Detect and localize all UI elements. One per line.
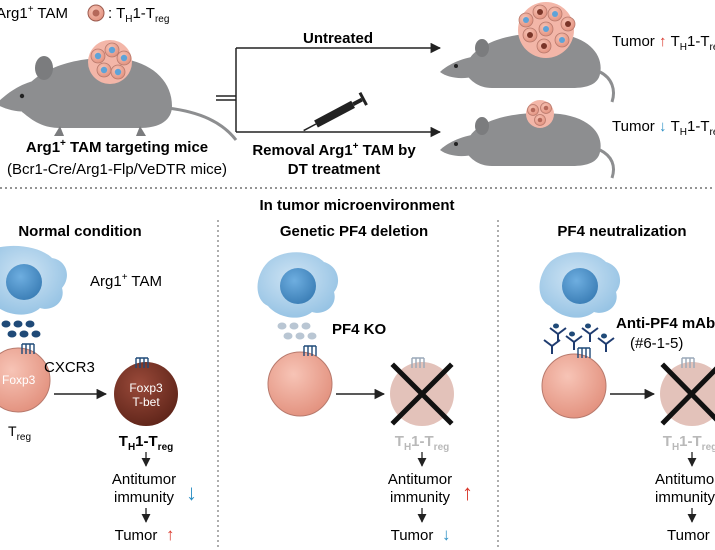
panel-normal-immunity-label: immunity: [114, 489, 175, 506]
syringe-icon: [303, 91, 368, 132]
legend-treg-h: H: [125, 14, 132, 25]
panel-neutral-immunity-label: immunity: [655, 489, 715, 506]
legend-tam-suffix: TAM: [34, 5, 68, 22]
outcome-untreated: Tumor ↑ TH1-Treg: [612, 33, 715, 53]
panel-neutral-th1-label: TH1-Treg: [663, 433, 715, 453]
mouse-treated-body-icon: [466, 112, 601, 166]
panel-normal-tumor-label: Tumor: [115, 527, 158, 544]
panel-normal-th1-label: TH1-Treg: [119, 433, 173, 453]
panel-genetic-immunity-label: immunity: [390, 489, 451, 506]
panel-normal-immunity-down-arrow-icon: ↓: [186, 480, 197, 505]
panel-neutral-tam-nucleus-icon: [562, 268, 598, 304]
panel-normal-tumor-up-arrow-icon: ↑: [166, 525, 175, 544]
panel-normal-foxp3-label: Foxp3: [2, 373, 36, 387]
panel-normal-tbet-label: T-bet: [132, 395, 160, 409]
panel-normal-foxp3-2-label: Foxp3: [129, 381, 163, 395]
panel-neutral-antibody-icon: [543, 327, 615, 354]
mouse-left-ear-icon: [35, 56, 53, 80]
panel-genetic-tam-nucleus-icon: [280, 268, 316, 304]
legend-treg-reg: reg: [155, 14, 169, 25]
panel-normal-th1-treg-icon: [114, 362, 178, 426]
panel-normal: Normal condition Arg1+ TAM CXCR3 Foxp3 T…: [0, 223, 197, 544]
panel-neutral: PF4 neutralization Anti-PF4 mAb (#6-1-5)…: [539, 223, 715, 544]
panel-neutral-title: PF4 neutralization: [557, 223, 686, 240]
legend: Arg1+ TAM : TH1-Treg: [0, 4, 169, 25]
mouse-left-feet-icon: [54, 126, 146, 136]
panel-genetic-antitumor-label: Antitumor: [388, 471, 452, 488]
legend-treg-prefix: : T: [108, 5, 125, 22]
untreated-label: Untreated: [303, 30, 373, 47]
panel-normal-pf4-dots-icon: [1, 320, 41, 338]
panel-normal-cxcr3-receptor-icon: [21, 343, 35, 354]
panel-genetic: Genetic PF4 deletion PF4 KO TH1-Treg Ant…: [257, 223, 473, 544]
mouse-left: [0, 40, 238, 141]
removal-label-line1: Removal Arg1+ TAM by: [252, 141, 416, 159]
panel-normal-cxcr3-label: CXCR3: [44, 359, 95, 376]
panel-neutral-mab-label: Anti-PF4 mAb: [616, 315, 715, 332]
panel-genetic-immunity-up-arrow-icon: ↑: [462, 480, 473, 505]
panel-neutral-antitumor-label: Antitumor: [655, 471, 715, 488]
svg-text:: TH1-Treg: : TH1-Treg: [108, 5, 169, 25]
panel-genetic-th1-label: TH1-Treg: [395, 433, 449, 453]
legend-treg-mid: 1-T: [132, 5, 155, 22]
mouse-left-eye-icon: [19, 93, 25, 99]
branch-arrows: [216, 42, 442, 138]
outcome-treated: Tumor ↓ TH1-Treg: [612, 118, 715, 138]
panel-genetic-tumor-label: Tumor: [391, 527, 434, 544]
legend-tam-sup: +: [28, 4, 34, 15]
mouse-left-body-icon: [20, 57, 172, 128]
panel-normal-tam-label: Arg1+ TAM: [90, 272, 162, 290]
panel-genetic-blocked-x-icon: [390, 362, 454, 426]
legend-tam-label: Arg1: [0, 5, 28, 22]
panel-genetic-treg-icon: [267, 351, 333, 417]
large-tumor-icon: [518, 2, 576, 58]
panel-neutral-blocked-x-icon: [660, 362, 715, 426]
mouse-left-subtitle: (Bcr1-Cre/Arg1-Flp/VeDTR mice): [7, 161, 227, 178]
mouse-treated: [440, 100, 615, 179]
section-title: In tumor microenvironment: [259, 197, 454, 214]
panel-normal-antitumor-label: Antitumor: [112, 471, 176, 488]
panel-genetic-title: Genetic PF4 deletion: [280, 223, 428, 240]
panel-normal-tam-nucleus-icon: [6, 264, 42, 300]
mouse-untreated: [440, 2, 615, 103]
panel-neutral-mab-id-label: (#6-1-5): [630, 335, 683, 352]
mouse-left-title: Arg1+ TAM targeting mice: [26, 138, 208, 156]
panel-normal-treg-label: Treg: [8, 423, 31, 443]
svg-text:Arg1+ TAM: Arg1+ TAM: [0, 4, 68, 22]
panel-normal-treg-icon: [0, 347, 51, 413]
legend-treg-nucleus-icon: [92, 9, 100, 17]
panel-neutral-treg-icon: [541, 353, 607, 419]
mouse-left-tail-icon: [167, 106, 238, 141]
removal-label-line2: DT treatment: [288, 161, 381, 178]
panel-genetic-tumor-down-arrow-icon: ↓: [442, 525, 451, 544]
mouse-left-tumor-icon: [88, 40, 132, 84]
panel-genetic-pf4-dots-icon: [277, 322, 317, 340]
panel-genetic-pf4ko-label: PF4 KO: [332, 321, 387, 338]
panel-normal-title: Normal condition: [18, 223, 141, 240]
small-tumor-icon: [526, 100, 554, 128]
panel-neutral-tumor-label: Tumor: [667, 527, 710, 544]
